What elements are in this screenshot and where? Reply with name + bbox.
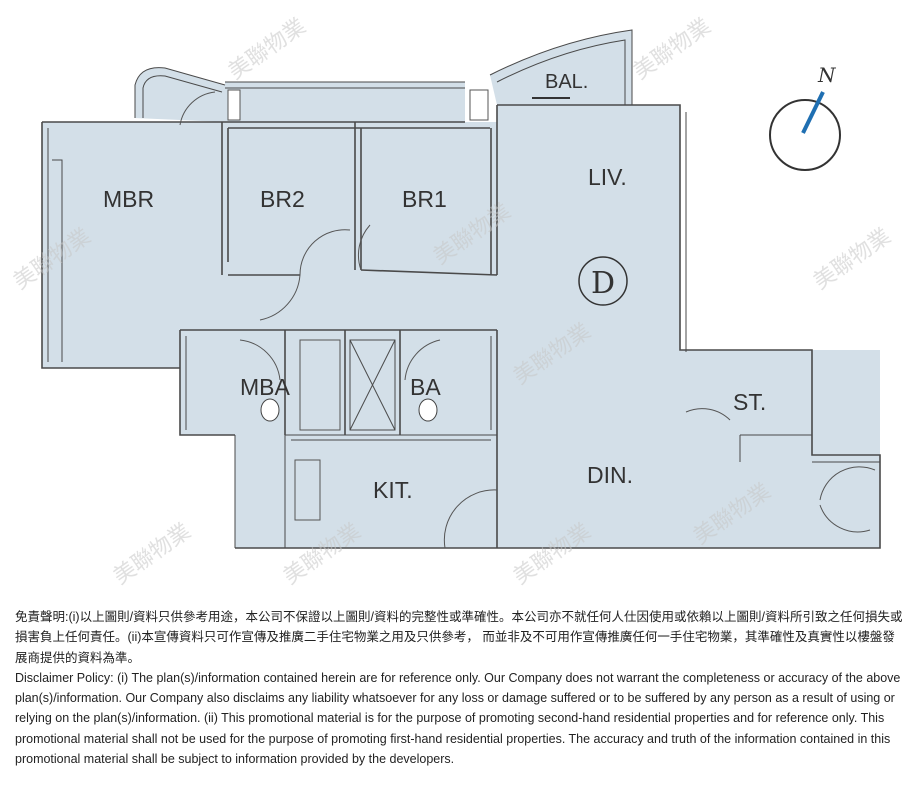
room-label-kit: KIT. bbox=[373, 477, 413, 503]
doors bbox=[179, 91, 876, 549]
room-label-ba: BA bbox=[410, 374, 441, 400]
room-label-br2: BR2 bbox=[260, 186, 305, 212]
room-label-mba: MBA bbox=[240, 374, 291, 400]
room-label-liv: LIV. bbox=[588, 164, 627, 190]
svg-text:美聯物業: 美聯物業 bbox=[629, 14, 715, 85]
disclaimer-english: Disclaimer Policy: (i) The plan(s)/infor… bbox=[15, 670, 901, 767]
disclaimer: 免責聲明:(i)以上圖則/資料只供參考用途，本公司不保證以上圖則/資料的完整性或… bbox=[15, 607, 905, 769]
disclaimer-chinese: 免責聲明:(i)以上圖則/資料只供參考用途，本公司不保證以上圖則/資料的完整性或… bbox=[15, 610, 903, 665]
room-label-din: DIN. bbox=[587, 462, 633, 488]
room-label-br1: BR1 bbox=[402, 186, 447, 212]
svg-text:美聯物業: 美聯物業 bbox=[109, 519, 195, 590]
compass-needle-icon bbox=[801, 91, 825, 134]
toilet-icon bbox=[260, 398, 280, 422]
room-label-mbr: MBR bbox=[103, 186, 154, 212]
svg-text:美聯物業: 美聯物業 bbox=[224, 14, 310, 85]
compass-circle-icon bbox=[769, 99, 841, 171]
room-label-bal: BAL. bbox=[545, 71, 588, 93]
compass-north-label: N bbox=[817, 63, 837, 87]
unit-marker-label: D bbox=[591, 266, 615, 301]
north-compass: N bbox=[769, 63, 841, 171]
toilet-icon bbox=[418, 398, 438, 422]
svg-text:美聯物業: 美聯物業 bbox=[809, 224, 895, 295]
room-fills bbox=[42, 30, 880, 548]
room-label-st: ST. bbox=[733, 389, 766, 415]
unit-marker-circle bbox=[578, 256, 628, 306]
walls bbox=[41, 29, 881, 549]
floor-plan: 美聯物業 美聯物業 美聯物業 美聯物業 美聯物業 美聯物業 美聯物業 美聯物業 … bbox=[9, 14, 895, 590]
